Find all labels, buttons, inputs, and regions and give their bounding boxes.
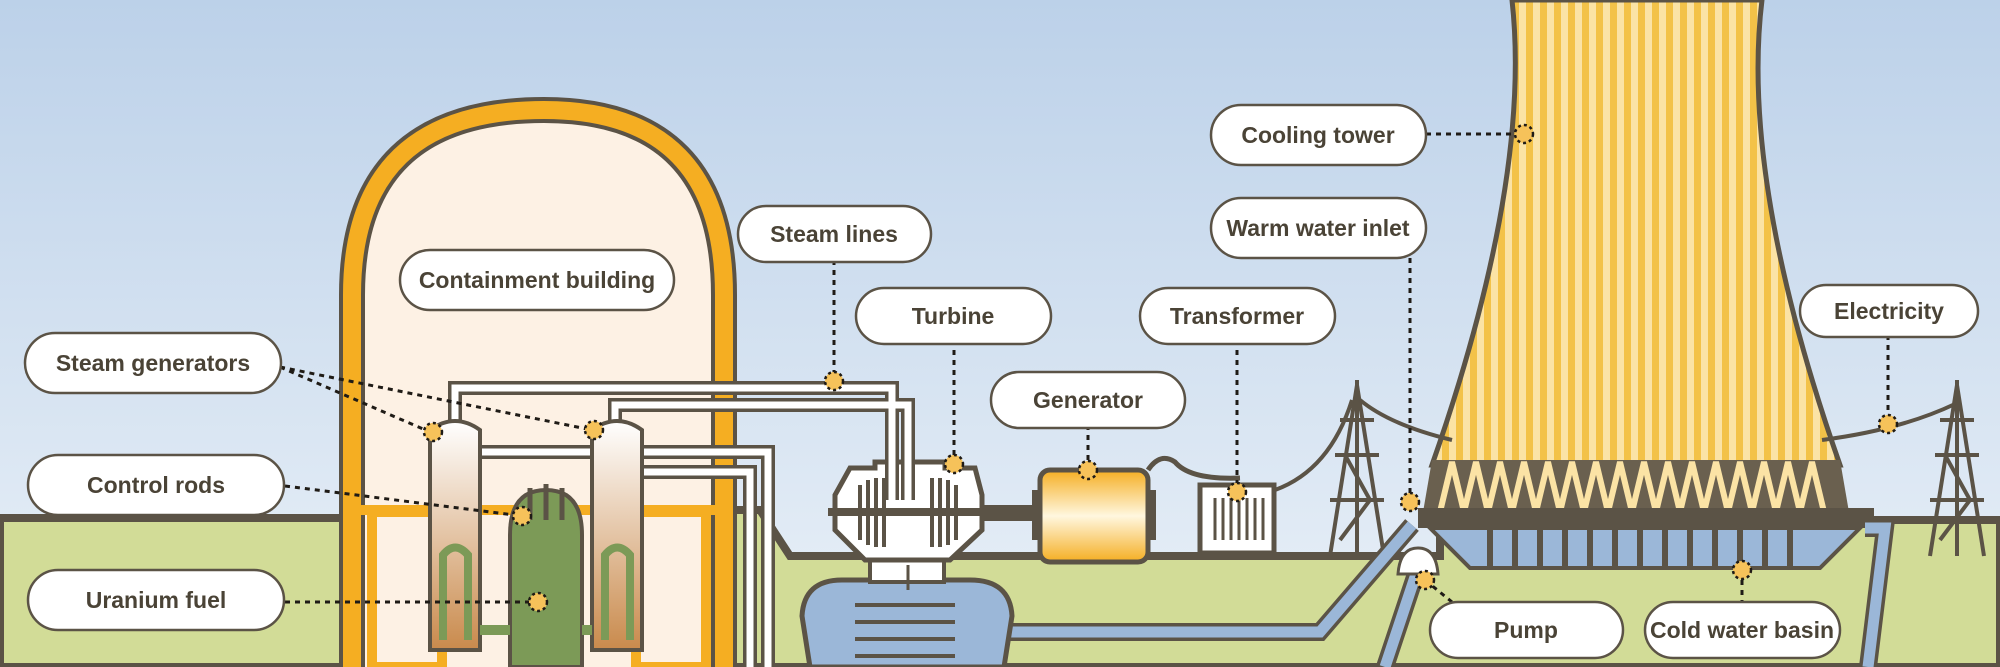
leader-lines [279,132,1890,604]
svg-text:Turbine: Turbine [912,303,995,329]
cold-water-pipe [1379,522,1892,667]
steam-line [451,384,912,500]
svg-text:Generator: Generator [1033,387,1143,413]
svg-text:Uranium fuel: Uranium fuel [86,587,227,613]
generator [1032,467,1156,565]
turbine [828,459,998,563]
pump-icon [1396,546,1440,576]
svg-text:Electricity: Electricity [1834,298,1944,324]
label-uranium-fuel: Uranium fuel [26,568,286,632]
svg-text:Cold water basin: Cold water basin [1650,617,1834,643]
label-generator: Generator [989,370,1187,430]
svg-text:Containment building: Containment building [419,267,655,293]
label-turbine: Turbine [854,286,1053,346]
svg-text:Steam lines: Steam lines [770,221,898,247]
label-cold-water-basin: Cold water basin [1643,600,1842,660]
label-steam-lines: Steam lines [736,204,933,264]
turbine-shaft [982,505,1042,521]
power-line [1274,399,1354,492]
label-electricity: Electricity [1798,283,1980,339]
svg-text:Transformer: Transformer [1170,303,1304,329]
feedwater-line [475,448,772,667]
svg-text:Warm water inlet: Warm water inlet [1226,215,1410,241]
marker-dots [422,123,1899,613]
condenser [799,546,1015,667]
label-steam-generators: Steam generators [23,331,283,395]
svg-text:Pump: Pump [1494,617,1558,643]
svg-text:Control rods: Control rods [87,472,225,498]
svg-text:Cooling tower: Cooling tower [1241,122,1394,148]
transmission-tower-right [1928,380,1986,557]
label-control-rods: Control rods [26,453,286,517]
label-pump: Pump [1428,600,1625,660]
steam-generator-right [590,419,644,652]
power-line [1358,398,1453,442]
label-containment-building: Containment building [398,248,676,312]
svg-text:Steam generators: Steam generators [56,350,250,376]
label-warm-water-inlet: Warm water inlet [1209,196,1428,260]
cooling-tower [1418,0,1874,570]
label-transformer: Transformer [1138,286,1337,346]
generator-cable [1145,455,1241,481]
reactor-vessel [480,484,592,667]
label-cooling-tower: Cooling tower [1209,103,1428,167]
steam-generator-left [428,419,482,652]
warm-water-pipe [1000,521,1417,638]
